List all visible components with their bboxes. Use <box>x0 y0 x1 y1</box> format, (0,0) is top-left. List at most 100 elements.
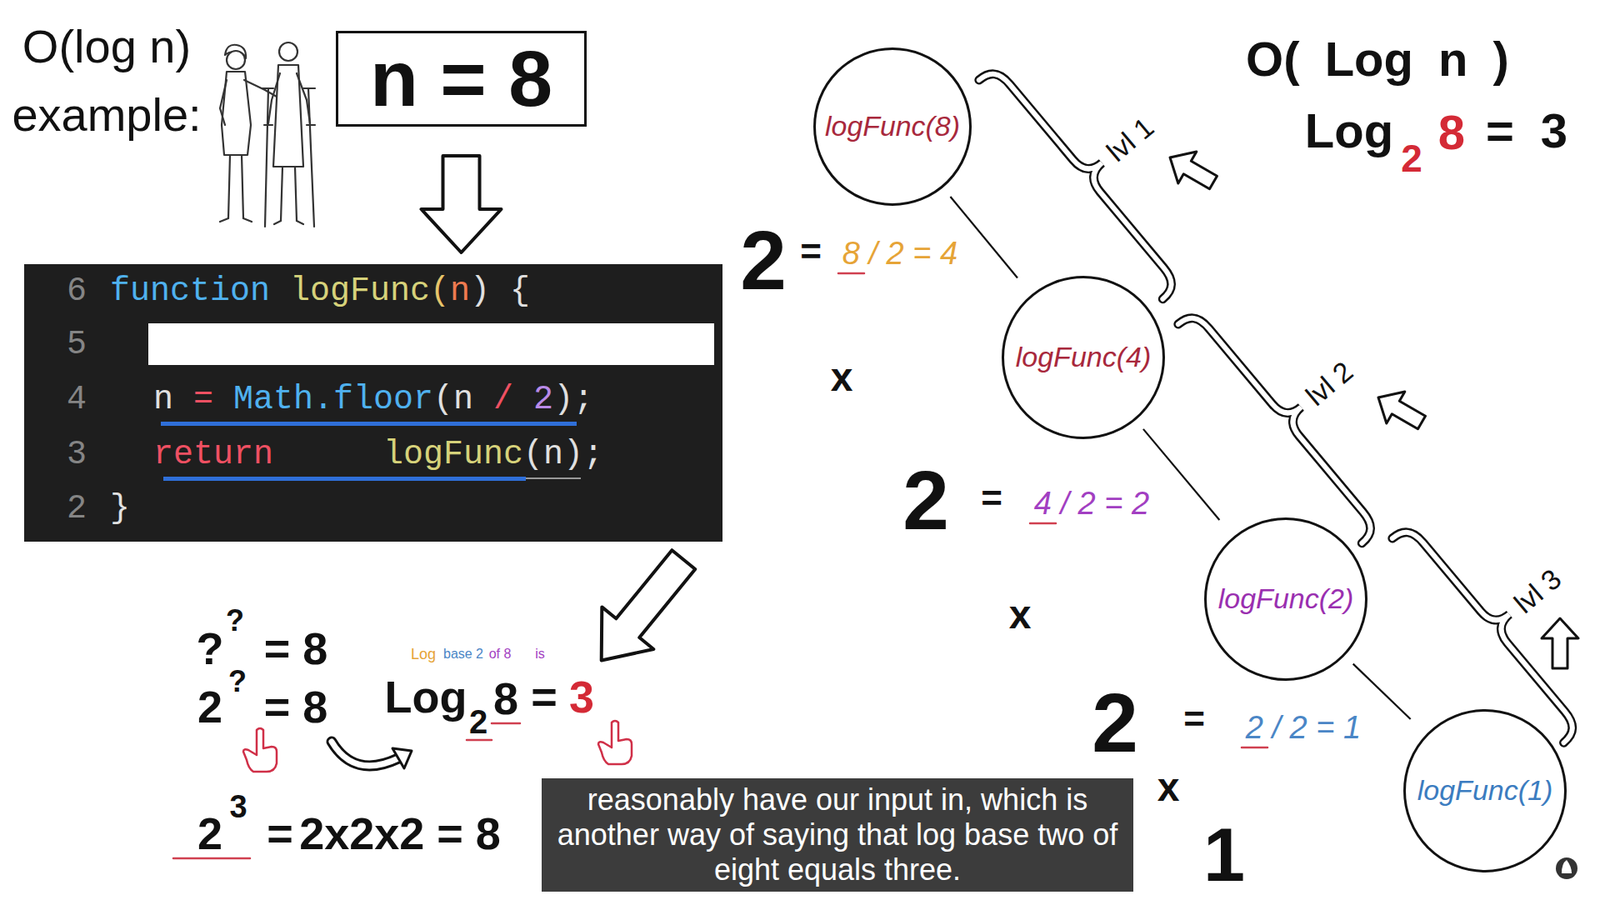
nurse-figure <box>241 155 244 219</box>
code-token: } <box>110 489 130 530</box>
outline-arrow <box>1160 141 1223 199</box>
diagram-label: 4 / 2 = 2 <box>1034 487 1150 520</box>
diagram-label: 3 <box>569 674 595 720</box>
diagram-label: 2 <box>1091 680 1139 765</box>
connector <box>421 155 502 253</box>
code-token: return <box>153 435 274 475</box>
diagram-label: 2 / 2 = 1 <box>1245 711 1361 744</box>
diagram-label: x <box>1157 767 1180 808</box>
outline-arrow <box>1541 618 1579 669</box>
curved-arrow <box>392 748 412 769</box>
code-line: 5 <box>66 325 87 365</box>
diagram-label: x <box>1009 595 1032 635</box>
patient-figure <box>265 88 269 227</box>
subtitle-band: reasonably have our input in, which is a… <box>541 778 1134 892</box>
patient-figure <box>261 87 274 90</box>
diagram-label: 2x2x2 = 8 <box>299 810 501 856</box>
code-token: n <box>450 271 470 312</box>
diagram-label: 2 <box>469 705 488 739</box>
diagram-label: Log <box>410 646 436 662</box>
diagram-label: 8 <box>1438 108 1465 157</box>
underline-mark <box>838 272 865 275</box>
code-block: 6functionlogFunc(n) {54n=Math.floor(n/2)… <box>24 264 723 542</box>
subtitle-text: reasonably have our input in, which is a… <box>550 782 1125 888</box>
nurse-figure <box>228 155 230 219</box>
level-brace <box>1178 298 1394 544</box>
curved-arrow <box>331 741 412 769</box>
link-line <box>1353 664 1411 720</box>
patient-figure <box>268 73 280 124</box>
link-line <box>950 196 1018 278</box>
call-circle: logFunc(4) <box>1001 275 1165 440</box>
diagram-label: example: <box>11 91 201 139</box>
input-box: n = 8 <box>335 30 587 127</box>
code-token: n <box>153 380 174 420</box>
diagram-label: lvl 1 <box>1101 112 1159 167</box>
diagram-label: 2 <box>197 810 223 856</box>
diagram-label: O( Log n ) <box>1245 35 1510 84</box>
diagram-label: 8 / 2 = 4 <box>842 237 958 270</box>
call-circle: logFunc(8) <box>813 47 972 206</box>
outline-arrow <box>1369 381 1431 439</box>
diagram-label: Log <box>1305 106 1394 155</box>
code-token: 2 <box>533 380 554 420</box>
link-line <box>1143 429 1220 520</box>
diagram-label: = 8 <box>264 684 329 730</box>
level-brace <box>1392 512 1595 744</box>
code-token: ( <box>430 271 450 312</box>
diagram-label: 2 <box>1400 139 1423 178</box>
diagram-label: O(log n) <box>22 23 191 70</box>
call-circle: logFunc(2) <box>1204 517 1368 681</box>
diagram-label: = <box>800 233 822 270</box>
channel-logo <box>1561 860 1572 874</box>
level-brace <box>1392 512 1595 744</box>
code-token: Math.floor <box>233 380 434 420</box>
nurse-figure <box>220 218 229 222</box>
diagram-label: = <box>980 480 1003 517</box>
diagram-label: = <box>1183 700 1205 738</box>
underline-mark <box>1241 746 1268 750</box>
code-token: 6 <box>66 271 87 312</box>
underline-mark <box>466 739 492 742</box>
patient-figure <box>280 166 283 221</box>
code-token: (n); <box>523 435 604 475</box>
code-token: 5 <box>66 325 87 365</box>
underline-mark <box>491 722 520 725</box>
code-line: } <box>110 489 130 530</box>
code-token: 2 <box>66 489 87 530</box>
diagram-label: ? <box>225 605 245 636</box>
level-brace <box>979 54 1195 300</box>
diagram-label: 2 <box>197 684 223 730</box>
code-line: n=Math.floor(n/2); <box>153 380 594 420</box>
channel-logo <box>1555 857 1578 880</box>
diagram-label: lvl 2 <box>1300 356 1358 411</box>
code-token: logFunc <box>290 271 430 312</box>
code-token: = <box>193 380 214 420</box>
diagram-label: 2 <box>902 458 950 542</box>
curved-arrow <box>331 741 399 766</box>
level-brace <box>979 54 1595 744</box>
level-brace <box>1178 298 1394 544</box>
highlight-underline <box>525 477 581 480</box>
underline-mark <box>1030 522 1056 525</box>
diagram-label: Log <box>385 674 468 720</box>
outline-arrow <box>575 141 1579 682</box>
connector <box>1143 429 1220 520</box>
diagram-label: of 8 <box>489 647 512 661</box>
diagram-label: x <box>830 357 854 398</box>
connector <box>1353 664 1411 720</box>
circle-text: logFunc(4) <box>1015 341 1152 373</box>
patient-figure <box>279 42 298 61</box>
code-token: function <box>110 271 270 312</box>
highlight-underline <box>160 421 577 426</box>
code-line: 4 <box>66 380 87 420</box>
patient-figure <box>303 87 315 90</box>
diagram-label: = 8 <box>264 625 329 671</box>
outline-arrow <box>575 538 710 681</box>
channel-logo <box>1555 857 1578 880</box>
patient-figure <box>274 220 281 225</box>
underline-mark <box>173 857 250 860</box>
nurse-figure <box>220 80 227 125</box>
curved-arrow <box>331 741 399 766</box>
